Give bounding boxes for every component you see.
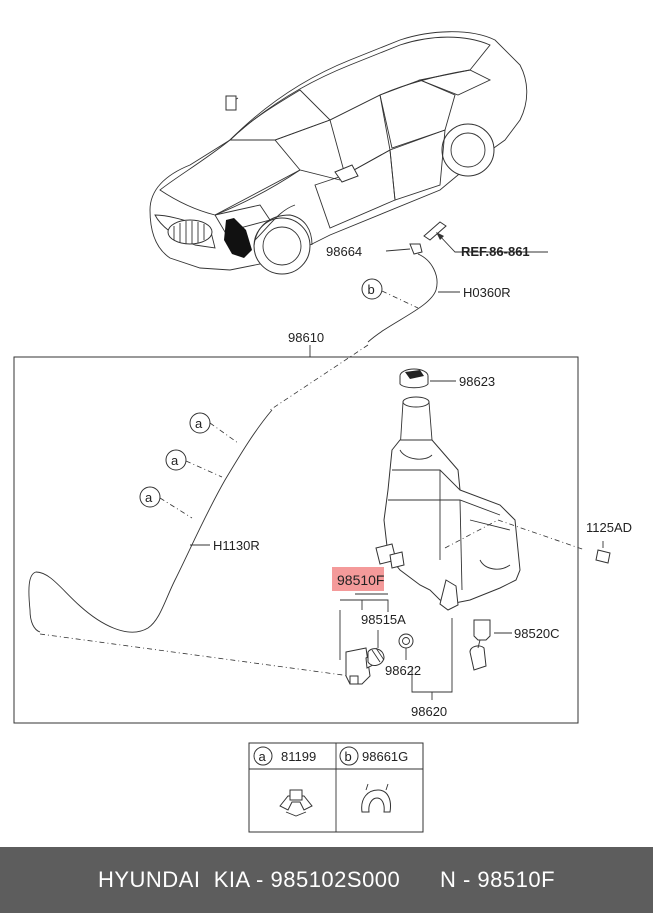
level-sensor [469, 619, 512, 671]
legend-a-part: 81199 [281, 749, 316, 764]
part-label-98610: 98610 [288, 330, 324, 345]
legend-b-letter: b [345, 749, 352, 764]
part-label-98515A: 98515A [361, 612, 406, 627]
diagram-part-number: N - 98510F [439, 867, 556, 892]
hose-h1130r [28, 344, 369, 677]
clip-legend-table [248, 742, 424, 833]
highlight-98510F [332, 567, 384, 591]
assembly-frame [13, 356, 579, 724]
callout-a-2 [165, 449, 187, 471]
legend-b-part: 98661G [362, 749, 408, 764]
part-label-98622: 98622 [385, 663, 421, 678]
legend-callout-b [339, 746, 359, 766]
callout-a-2-letter: a [171, 453, 179, 468]
brand-part-number: HYUNDAI KIA - 985102S000 [97, 867, 401, 892]
ref-label: REF.86-861 [461, 244, 530, 259]
part-label-98623: 98623 [459, 374, 495, 389]
part-label-98520C: 98520C [514, 626, 560, 641]
nozzle-assembly [367, 221, 548, 343]
washer-pump [345, 630, 414, 685]
callout-a-3 [139, 486, 161, 508]
callout-a-3-letter: a [145, 490, 153, 505]
callout-b-top-letter: b [368, 282, 375, 297]
banner-spacer [400, 867, 440, 893]
car-illustration [149, 31, 528, 275]
part-label-H0360R: H0360R [463, 285, 511, 300]
legend-callout-a [253, 746, 273, 766]
callout-a-1-letter: a [195, 416, 203, 431]
part-label-98510F: 98510F [337, 572, 384, 588]
part-label-1125AD: 1125AD [586, 520, 632, 535]
reservoir-kit-leader [411, 618, 453, 700]
washer-reservoir [355, 368, 611, 611]
callout-b-top [361, 278, 383, 300]
legend-a-letter: a [259, 749, 267, 764]
part-label-98664: 98664 [326, 244, 362, 259]
part-label-98620: 98620 [411, 704, 447, 719]
part-label-H1130R: H1130R [213, 538, 260, 553]
part-number-banner: HYUNDAI KIA - 985102S000 N - 98510F [0, 847, 653, 913]
callout-a-1 [189, 412, 211, 434]
washer-pump-leaders [339, 599, 389, 660]
